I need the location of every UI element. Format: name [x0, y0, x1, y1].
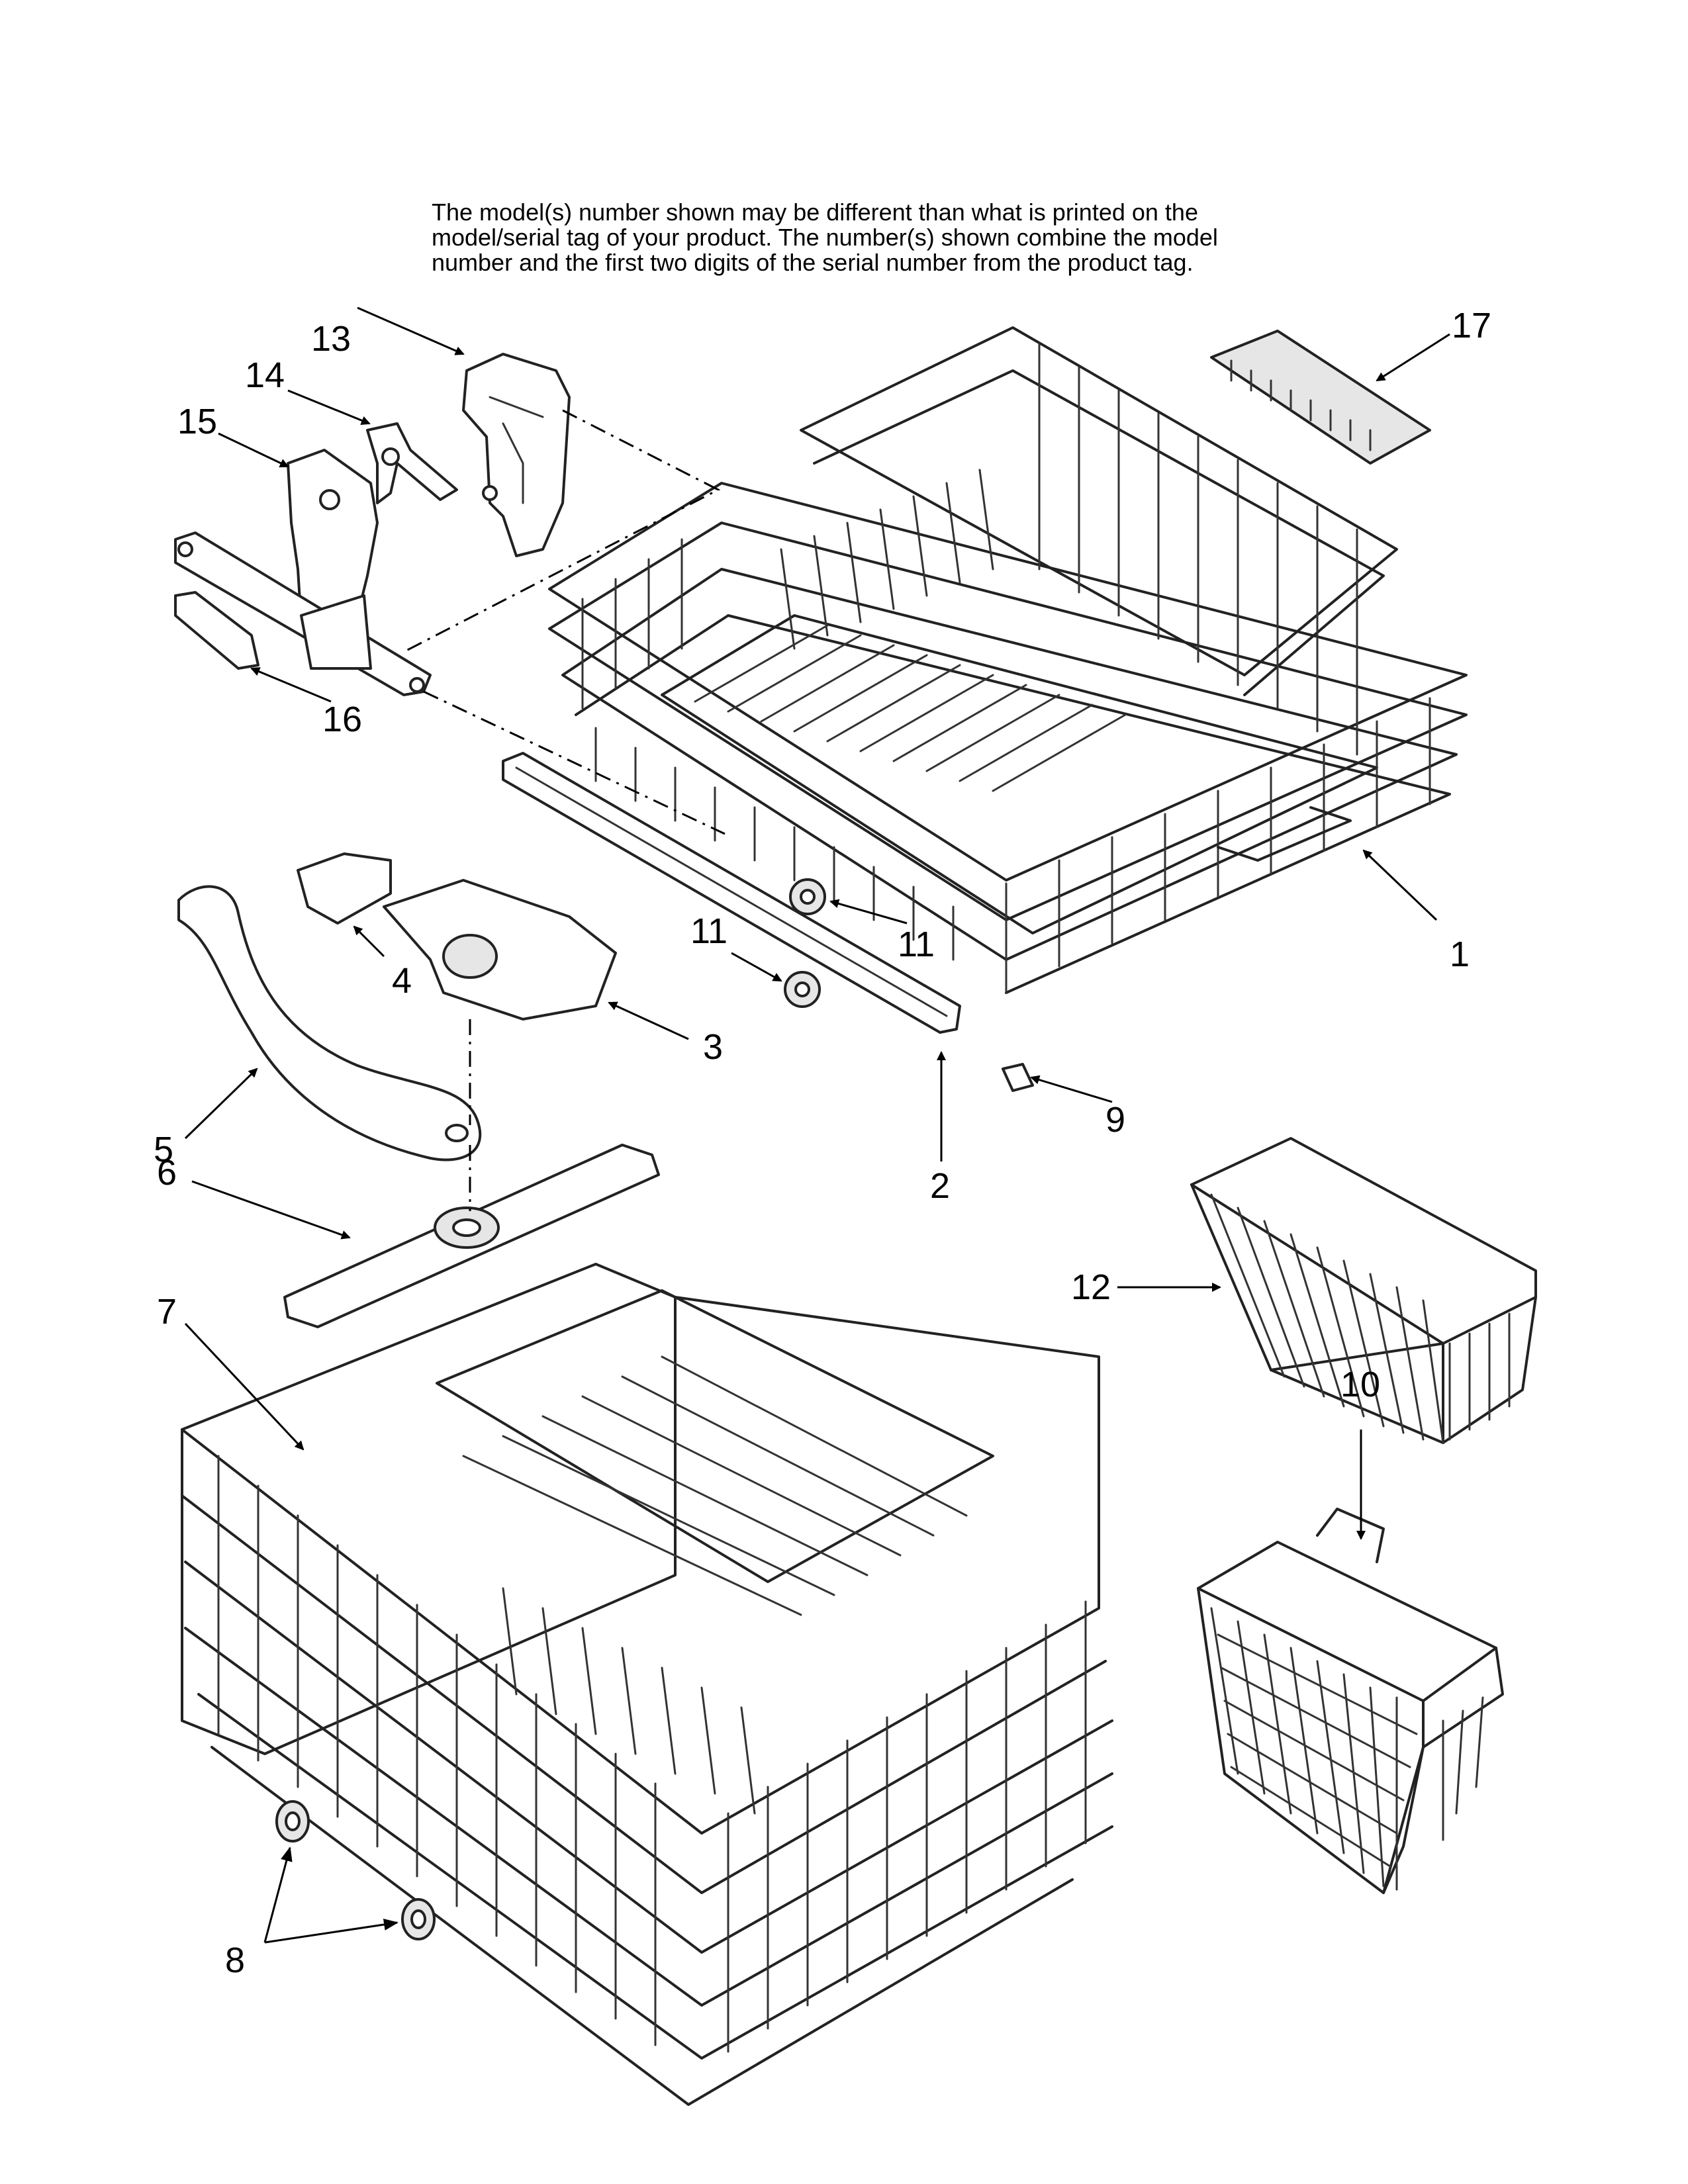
assembly-line-lower [423, 690, 726, 835]
leader-4 [353, 925, 385, 958]
leader-13 [357, 306, 465, 355]
callout-2: 2 [930, 1166, 950, 1206]
adjuster-lever [366, 422, 458, 504]
callout-14: 14 [245, 355, 285, 395]
silverware-basket-large [1197, 1508, 1504, 1894]
callout-17: 17 [1452, 306, 1491, 345]
callout-8: 8 [225, 1940, 245, 1980]
note-line-2: model/serial tag of your product. The nu… [432, 224, 1218, 251]
callout-1: 1 [1450, 934, 1470, 974]
note-line-1: The model(s) number shown may be differe… [432, 199, 1198, 226]
water-supply-tube [177, 885, 482, 1161]
leader-11a [829, 899, 908, 925]
assembly-line-upper [403, 409, 721, 653]
leader-5 [184, 1068, 258, 1140]
leader-14 [287, 389, 371, 425]
callout-labels: 13 14 15 16 17 1 2 3 4 5 6 7 8 9 10 11 1… [154, 306, 1491, 1980]
adjuster-rail [174, 531, 432, 696]
lower-rack [181, 1263, 1113, 2106]
leader-8b [264, 1919, 399, 1944]
water-diverter [297, 852, 392, 925]
leader-11b [731, 952, 782, 982]
callout-10: 10 [1340, 1365, 1380, 1404]
callout-11-right: 11 [898, 925, 935, 964]
note-line-3: number and the first two digits of the s… [432, 249, 1194, 276]
callout-11-left: 11 [690, 911, 727, 951]
callout-4: 4 [392, 961, 412, 1001]
callout-5: 5 [154, 1130, 173, 1169]
callout-12: 12 [1071, 1267, 1111, 1307]
callout-15: 15 [177, 402, 217, 441]
callout-9: 9 [1105, 1100, 1125, 1140]
spray-arm-manifold [383, 879, 617, 1021]
callout-7: 7 [157, 1292, 177, 1332]
adjuster-clip [174, 591, 259, 670]
lower-rack-wheel-right [401, 1898, 436, 1940]
adjuster-cover [462, 353, 571, 557]
rack-rail [502, 752, 961, 1034]
callout-3: 3 [703, 1027, 723, 1067]
rail-end-cap [1002, 1063, 1034, 1092]
leader-7 [184, 1322, 305, 1451]
tine-insert [1210, 330, 1431, 465]
leader-17 [1376, 333, 1450, 382]
leader-8a [263, 1846, 293, 1943]
callout-13: 13 [311, 319, 351, 359]
lower-rack-wheel-left [275, 1800, 310, 1843]
callout-16: 16 [322, 700, 362, 739]
leader-6 [191, 1180, 351, 1240]
spray-arm [283, 1144, 660, 1328]
leader-lines [184, 306, 1450, 1944]
leader-9 [1030, 1075, 1113, 1103]
leader-3 [608, 1001, 689, 1040]
leader-15 [218, 432, 289, 468]
leader-16 [250, 667, 332, 703]
rail-wheel-lower [784, 971, 821, 1008]
silverware-basket-small [1190, 1137, 1537, 1444]
callout-6: 6 [157, 1153, 177, 1193]
model-number-note: The model(s) number shown may be differe… [432, 200, 1358, 275]
leader-1 [1362, 849, 1438, 921]
rail-wheel-upper [789, 878, 826, 915]
